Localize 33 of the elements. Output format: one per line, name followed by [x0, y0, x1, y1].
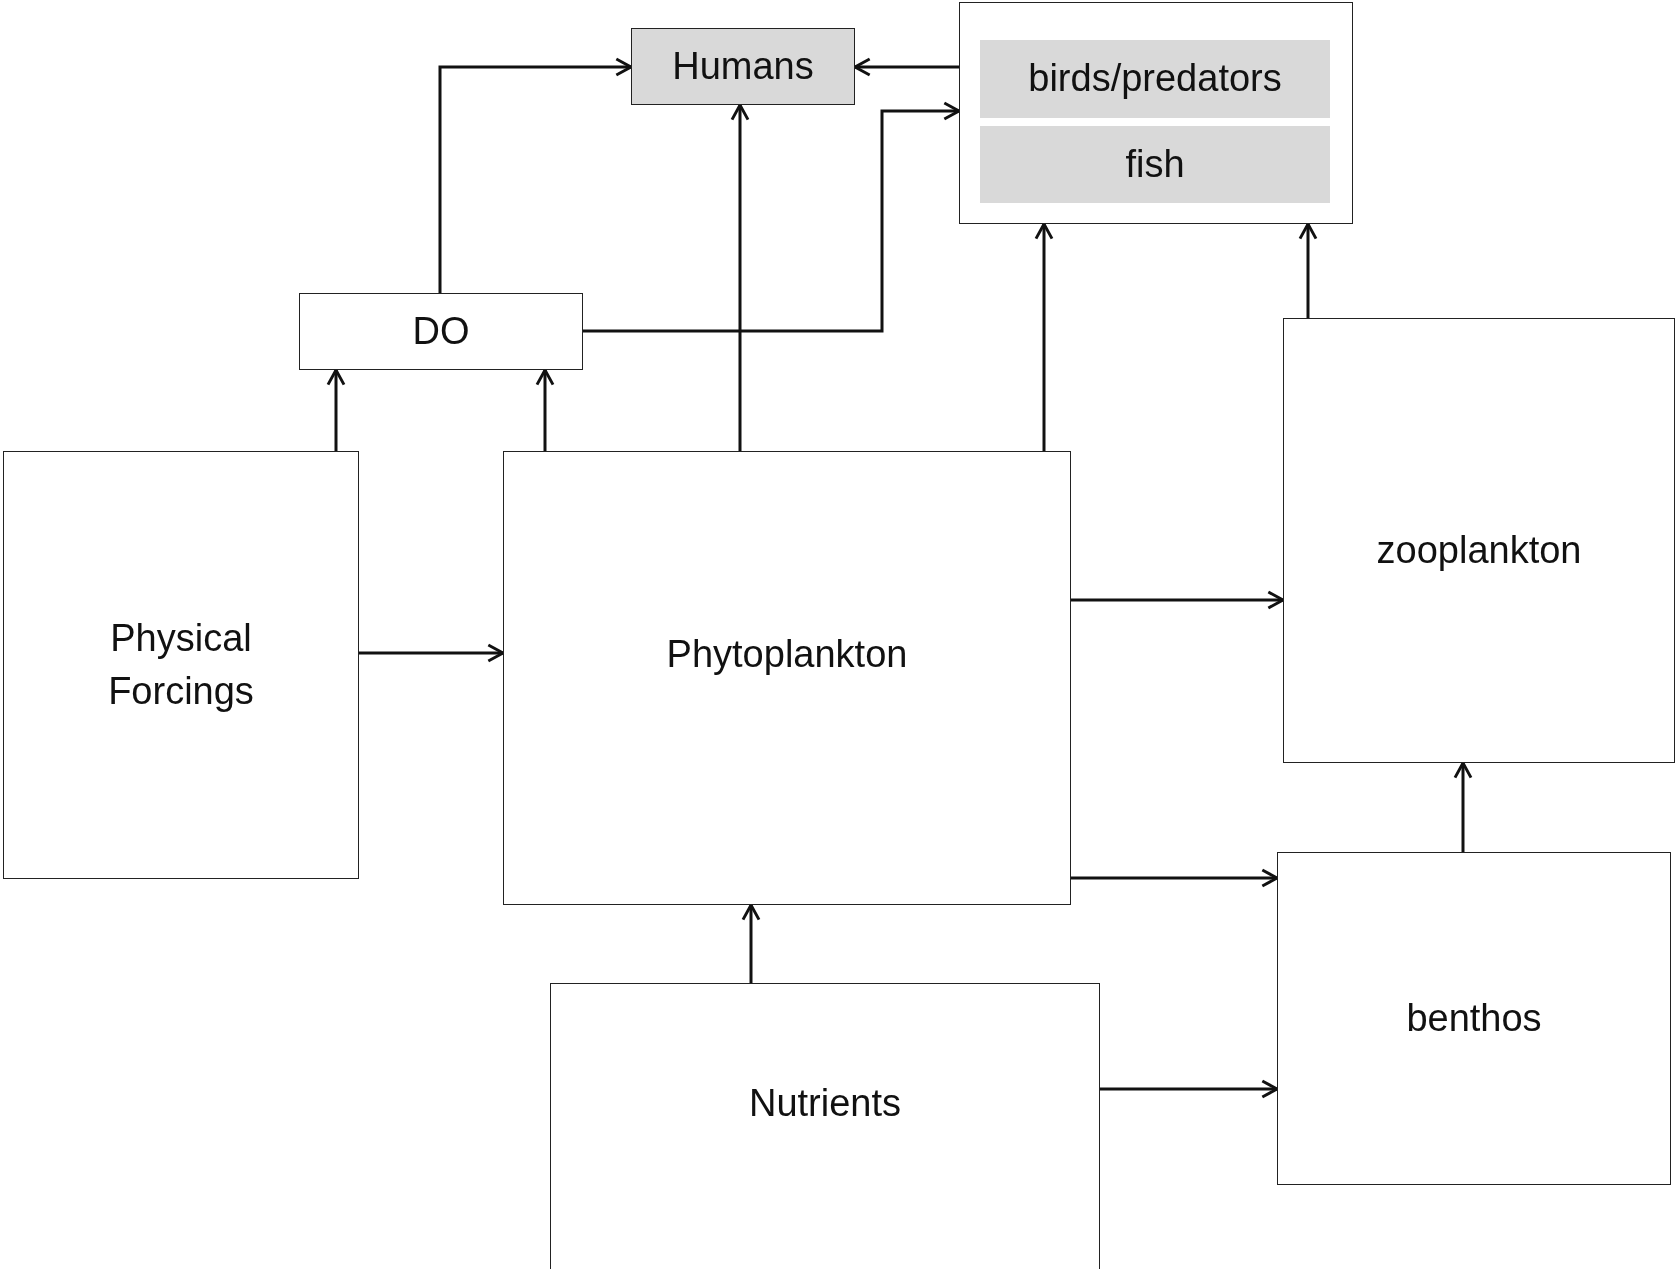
- process-box: [550, 983, 1100, 1269]
- node-label: Humans: [672, 43, 814, 89]
- arrow: [583, 101, 961, 333]
- process-box: [299, 293, 583, 370]
- arrow: [730, 103, 750, 451]
- node-label: Nutrients: [748, 1081, 902, 1126]
- arrow: [1034, 222, 1054, 451]
- arrow: [359, 643, 505, 663]
- arrow: [535, 368, 555, 451]
- label-box: [980, 40, 1330, 118]
- arrow: [1453, 761, 1473, 852]
- process-box: [1283, 318, 1675, 763]
- arrow: [741, 903, 761, 983]
- label-box: [980, 126, 1330, 203]
- node-label: DO: [412, 308, 470, 354]
- process-box: [3, 451, 359, 879]
- node-label: fish: [1125, 141, 1185, 187]
- label-box: [631, 28, 855, 105]
- arrow: [438, 57, 633, 293]
- node-label: birds/predators: [1028, 56, 1282, 102]
- arrow: [326, 368, 346, 451]
- arrow: [1100, 1079, 1279, 1099]
- arrow: [1071, 868, 1279, 888]
- arrow: [1071, 590, 1285, 610]
- node-label: benthos: [1406, 995, 1542, 1041]
- node-label: Physical Forcings: [107, 615, 255, 714]
- process-box: [1277, 852, 1671, 1185]
- node-label: zooplankton: [1376, 528, 1582, 573]
- node-label: Phytoplankton: [666, 632, 908, 677]
- process-box: [503, 451, 1071, 905]
- group-box: [959, 2, 1353, 224]
- arrow: [853, 57, 959, 77]
- arrow: [1298, 222, 1318, 318]
